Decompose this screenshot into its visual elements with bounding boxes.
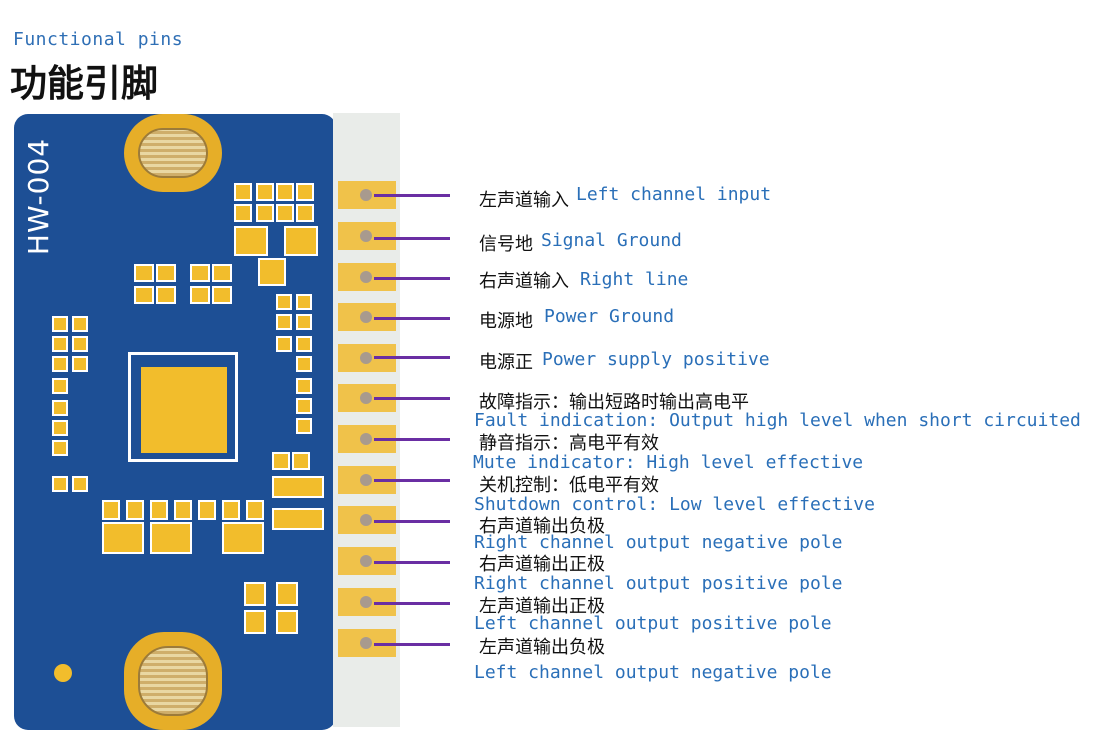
ic-thermal-pad — [141, 367, 227, 453]
pin-hole — [360, 433, 372, 445]
pin-label-cn: 右声道输出负极 — [479, 516, 605, 537]
pin-label-en: Left channel output positive pole — [474, 613, 832, 634]
leader-line — [374, 194, 450, 197]
pin-hole — [360, 555, 372, 567]
pin-label-cn: 电源正 — [479, 352, 533, 373]
pin-label-cn: 静音指示：高电平有效 — [479, 433, 659, 454]
pin-label-cn: 关机控制：低电平有效 — [479, 475, 659, 496]
header-title: 功能引脚 — [10, 62, 158, 105]
inductor-bottom — [124, 632, 222, 730]
leader-line — [374, 277, 450, 280]
connector-pin — [338, 181, 396, 209]
pin-label-cn: 右声道输入 — [479, 271, 569, 292]
pin-label-en: Shutdown control: Low level effective — [474, 494, 875, 515]
connector-pin — [338, 344, 396, 372]
pin-label-cn: 电源地 — [479, 311, 533, 332]
pin-hole — [360, 189, 372, 201]
inductor-top — [124, 114, 222, 192]
pin-hole — [360, 352, 372, 364]
pin-label-cn: 左声道输入 — [479, 190, 569, 211]
leader-line — [374, 643, 450, 646]
pin-hole — [360, 271, 372, 283]
leader-line — [374, 237, 450, 240]
pin-hole — [360, 596, 372, 608]
pin-label-en: Right channel output negative pole — [474, 532, 843, 553]
connector-pin — [338, 547, 396, 575]
pin-label-cn: 左声道输出负极 — [479, 637, 605, 658]
pin-hole — [360, 230, 372, 242]
pin-label-en: Right channel output positive pole — [474, 573, 843, 594]
pin-label-cn: 左声道输出正极 — [479, 596, 605, 617]
leader-line — [374, 602, 450, 605]
leader-line — [374, 438, 450, 441]
pin-hole — [360, 637, 372, 649]
leader-line — [374, 317, 450, 320]
connector-pin — [338, 222, 396, 250]
pin-label-cn: 信号地 — [479, 234, 533, 255]
leader-line — [374, 479, 450, 482]
pin-label-en: Fault indication: Output high level when… — [474, 410, 1081, 431]
edge-connector — [333, 113, 400, 727]
pin-label-en: Left channel output negative pole — [474, 662, 832, 683]
header-subtitle: Functional pins — [13, 29, 184, 50]
pin-label-en: Signal Ground — [541, 230, 682, 251]
pin-label-cn: 右声道输出正极 — [479, 554, 605, 575]
pin-label-cn: 故障指示：输出短路时输出高电平 — [479, 392, 749, 413]
pin-label-en: Right line — [580, 269, 689, 290]
board-model-label: HW-004 — [22, 137, 56, 256]
pin-hole — [360, 392, 372, 404]
connector-pin — [338, 425, 396, 453]
leader-line — [374, 397, 450, 400]
mounting-hole — [54, 664, 72, 682]
pin-hole — [360, 514, 372, 526]
pin-label-en: Left channel input — [576, 184, 772, 205]
pin-label-en: Power supply positive — [542, 349, 770, 370]
pin-label-en: Mute indicator: High level effective — [473, 452, 864, 473]
leader-line — [374, 561, 450, 564]
leader-line — [374, 520, 450, 523]
leader-line — [374, 356, 450, 359]
pin-hole — [360, 311, 372, 323]
pin-label-en: Power Ground — [544, 306, 675, 327]
pin-hole — [360, 474, 372, 486]
